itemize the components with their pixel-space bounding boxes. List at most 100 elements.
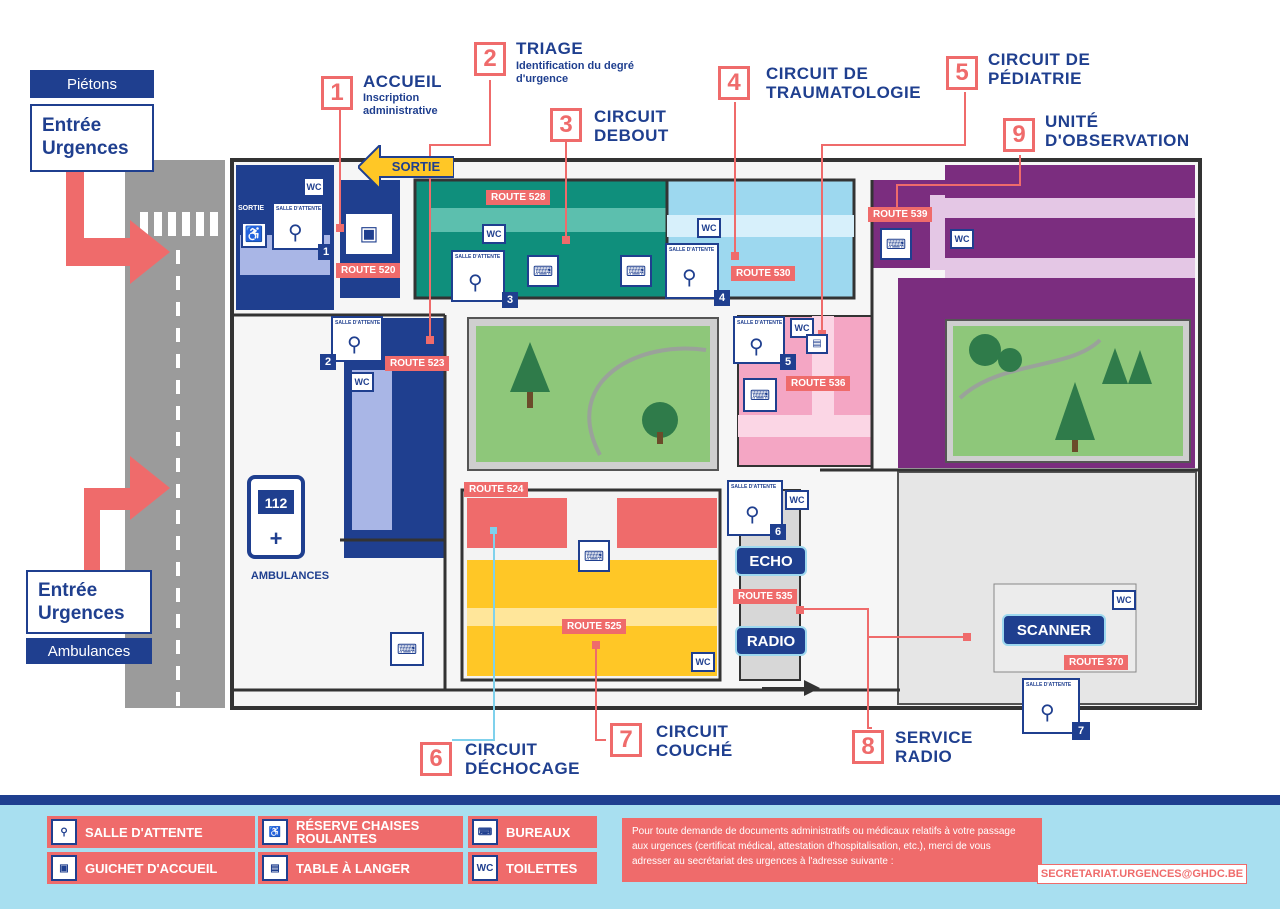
waiting-room-label: SALLE D'ATTENTE	[731, 484, 777, 490]
office-icon: ⌨	[880, 228, 912, 260]
circuit-3-number: 3	[550, 108, 582, 142]
waiting-room-6: SALLE D'ATTENTE ⚲	[727, 480, 783, 536]
wc-icon: WC	[1112, 590, 1136, 610]
circuit-5-number: 5	[946, 56, 978, 90]
circuit-8-title: SERVICE RADIO	[895, 728, 973, 766]
person-icon: ⚲	[288, 222, 303, 244]
office-icon: ⌨	[743, 378, 777, 412]
pedestrians-tag: Piétons	[30, 70, 154, 98]
person-icon: ⚲	[745, 504, 760, 526]
exit-sign: SORTIE	[358, 145, 454, 189]
radio-room-label: RADIO	[735, 626, 807, 656]
waiting-room-icon: ⚲	[51, 819, 77, 845]
route-tag: ROUTE 536	[786, 376, 851, 391]
person-icon: ⚲	[682, 267, 697, 289]
waiting-room-label: SALLE D'ATTENTE	[276, 206, 322, 212]
route-tag: ROUTE 528	[486, 190, 551, 205]
pedestrian-entrance-label: Entrée Urgences	[30, 104, 154, 172]
circuit-2-subtitle: Identification du degré d'urgence	[516, 60, 634, 85]
legend-toilets: WC TOILETTES	[468, 852, 597, 884]
route-tag: ROUTE 525	[562, 619, 627, 634]
waiting-room-4: SALLE D'ATTENTE ⚲	[665, 243, 719, 299]
route-tag: ROUTE 524	[464, 482, 529, 497]
scanner-room-label: SCANNER	[1002, 614, 1106, 646]
wc-icon: WC	[691, 652, 715, 672]
waiting-room-label: SALLE D'ATTENTE	[669, 247, 715, 253]
exit-arrow-icon	[358, 145, 454, 189]
reception-desk-icon: ▣	[51, 855, 77, 881]
circuit-8-number: 8	[852, 730, 884, 764]
waiting-room-5: SALLE D'ATTENTE ⚲	[733, 316, 785, 364]
circuit-1-title: ACCUEIL	[363, 72, 443, 91]
person-icon: ⚲	[468, 272, 483, 294]
exit-sign-label: SORTIE	[391, 159, 441, 174]
secretariat-email-link[interactable]: SECRETARIAT.URGENCES@GHDC.BE	[1037, 864, 1247, 884]
reception-desk-icon: ▣	[344, 212, 394, 256]
ambulance-icon: 112 +	[247, 475, 305, 559]
person-icon: ⚲	[749, 336, 764, 358]
office-icon: ⌨	[620, 255, 652, 287]
legend-wheelchairs: ♿ RÉSERVE CHAISES ROULANTES	[258, 816, 463, 848]
office-icon: ⌨	[527, 255, 559, 287]
tree-icon	[1102, 348, 1152, 384]
wc-icon: WC	[482, 224, 506, 244]
legend-label: GUICHET D'ACCUEIL	[85, 860, 218, 876]
wheelchair-icon: ♿	[262, 819, 288, 845]
wc-icon: WC	[950, 229, 974, 249]
pointer-lines	[339, 80, 1021, 741]
circuit-4-number: 4	[718, 66, 750, 100]
wc-icon: WC	[697, 218, 721, 238]
waiting-room-number: 3	[502, 292, 518, 308]
tree-icon	[642, 402, 678, 444]
waiting-room-1: SALLE D'ATTENTE ⚲	[272, 202, 324, 250]
small-exit-label: SORTIE	[238, 205, 265, 212]
wc-icon: WC	[350, 372, 374, 392]
wheelchair-icon: ♿	[241, 222, 267, 248]
route-tag: ROUTE 539	[868, 207, 933, 222]
ambulance-bay-label: AMBULANCES	[250, 570, 330, 582]
tree-icon	[969, 334, 1022, 372]
waiting-room-number: 7	[1072, 722, 1090, 740]
wc-icon: WC	[472, 855, 498, 881]
route-tag: ROUTE 370	[1064, 655, 1129, 670]
wc-icon: WC	[790, 318, 814, 338]
svg-text:+: +	[270, 526, 283, 551]
pedestrian-entrance-arrow	[66, 150, 170, 284]
legend-offices: ⌨ BUREAUX	[468, 816, 597, 848]
waiting-room-number: 6	[770, 524, 786, 540]
office-icon: ⌨	[390, 632, 424, 666]
legend-waiting-room: ⚲ SALLE D'ATTENTE	[47, 816, 255, 848]
person-icon: ⚲	[1040, 702, 1055, 724]
waiting-room-number: 4	[714, 290, 730, 306]
circuit-1-subtitle: Inscription administrative	[363, 92, 438, 117]
circuit-4-title: CIRCUIT DE TRAUMATOLOGIE	[766, 64, 922, 102]
waiting-room-7: SALLE D'ATTENTE ⚲	[1022, 678, 1080, 734]
circuit-3-title: CIRCUIT DEBOUT	[594, 107, 669, 145]
crosswalk	[140, 212, 218, 236]
wc-icon: WC	[303, 177, 325, 197]
tree-icon	[510, 342, 550, 408]
office-icon: ⌨	[578, 540, 610, 572]
info-text: Pour toute demande de documents administ…	[622, 818, 1042, 882]
interior-walls	[232, 180, 1200, 692]
ambulance-entrance-label: Entrée Urgences	[26, 570, 152, 634]
circuit-9-title: UNITÉ D'OBSERVATION	[1045, 112, 1190, 150]
waiting-room-label: SALLE D'ATTENTE	[1026, 682, 1072, 688]
route-tag: ROUTE 523	[385, 356, 450, 371]
circuit-7-number: 7	[610, 723, 642, 757]
waiting-room-number: 5	[780, 354, 796, 370]
changing-table-icon: ▤	[262, 855, 288, 881]
legend-reception: ▣ GUICHET D'ACCUEIL	[47, 852, 255, 884]
circuit-7-title: CIRCUIT COUCHÉ	[656, 722, 733, 760]
circuit-6-title: CIRCUIT DÉCHOCAGE	[465, 740, 581, 778]
changing-table-icon: ▤	[806, 334, 828, 354]
svg-text:112: 112	[265, 495, 288, 511]
route-tag: ROUTE 535	[733, 589, 798, 604]
waiting-room-number: 2	[320, 354, 336, 370]
legend-label: TOILETTES	[506, 860, 578, 876]
echo-room-label: ECHO	[735, 546, 807, 576]
circuit-6-number: 6	[420, 742, 452, 776]
circuit-2-title: TRIAGE	[516, 39, 584, 58]
person-icon: ⚲	[347, 334, 362, 356]
legend-changing-table: ▤ TABLE À LANGER	[258, 852, 463, 884]
